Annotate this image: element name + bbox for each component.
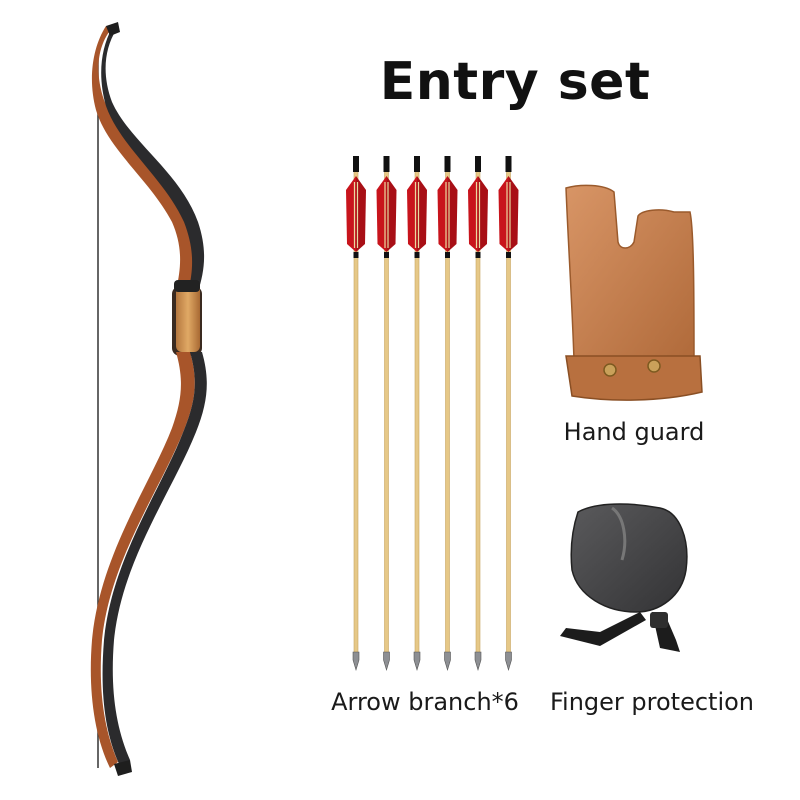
arrow-fletching [447,176,458,252]
leather-hand-guard-icon [565,184,703,401]
lower-tip [114,760,132,776]
arrow-icon [346,156,366,672]
rivet-icon [603,363,617,377]
arrow-point [352,651,360,672]
arrow-group [346,156,519,672]
arrow-point [444,651,451,672]
arrow-fletching [478,176,488,252]
arrow-icon [468,156,488,672]
arrow-point [413,651,421,672]
lower-limb-wood [90,352,195,768]
arrow-cresting [384,252,389,258]
lower-limb-face [102,352,207,766]
arrow-fletching [417,176,427,252]
caption-hand-guard: Hand guard [563,418,705,446]
finger-tab-seam [611,506,627,561]
arrow-point [383,651,390,672]
arrow-nock [444,156,451,172]
arrow-fletching [346,176,356,252]
arrow-cresting [414,252,420,258]
finger-tab-strap [560,612,646,646]
arrow-fletching [498,176,509,252]
hand-guard-strap [565,355,703,401]
finger-tab-icon [560,503,688,652]
arrow-nock [353,156,359,172]
arrow-point [505,651,512,672]
arrow-icon [437,156,458,672]
page-title: Entry set [379,52,651,112]
caption-finger-protection: Finger protection [549,688,755,716]
finger-tab-body [570,503,688,613]
arrow-fletching [376,176,387,252]
arrow-fletching [407,176,417,252]
bow-grip [176,282,200,352]
arrow-icon [376,156,397,672]
grip-wrap-top [174,280,200,292]
arrow-nock [414,156,420,172]
rivet-icon [647,359,661,373]
arrow-cresting [506,252,511,258]
arrow-fletching [437,176,448,252]
arrow-icon [407,156,427,672]
arrow-cresting [353,252,359,258]
arrow-icon [498,156,519,672]
arrow-nock [383,156,390,172]
arrow-fletching [468,176,478,252]
arrow-cresting [445,252,450,258]
arrow-fletching [508,176,519,252]
hand-guard-body [565,184,695,361]
cord-lock [650,612,668,628]
arrow-nock [475,156,481,172]
arrow-nock [505,156,512,172]
arrow-fletching [386,176,397,252]
recurve-bow-icon [90,22,207,776]
arrow-point [474,651,482,672]
arrow-fletching [356,176,366,252]
caption-arrows: Arrow branch*6 [331,688,519,716]
upper-limb-face [101,28,205,292]
arrow-cresting [475,252,481,258]
upper-tip [106,22,120,36]
